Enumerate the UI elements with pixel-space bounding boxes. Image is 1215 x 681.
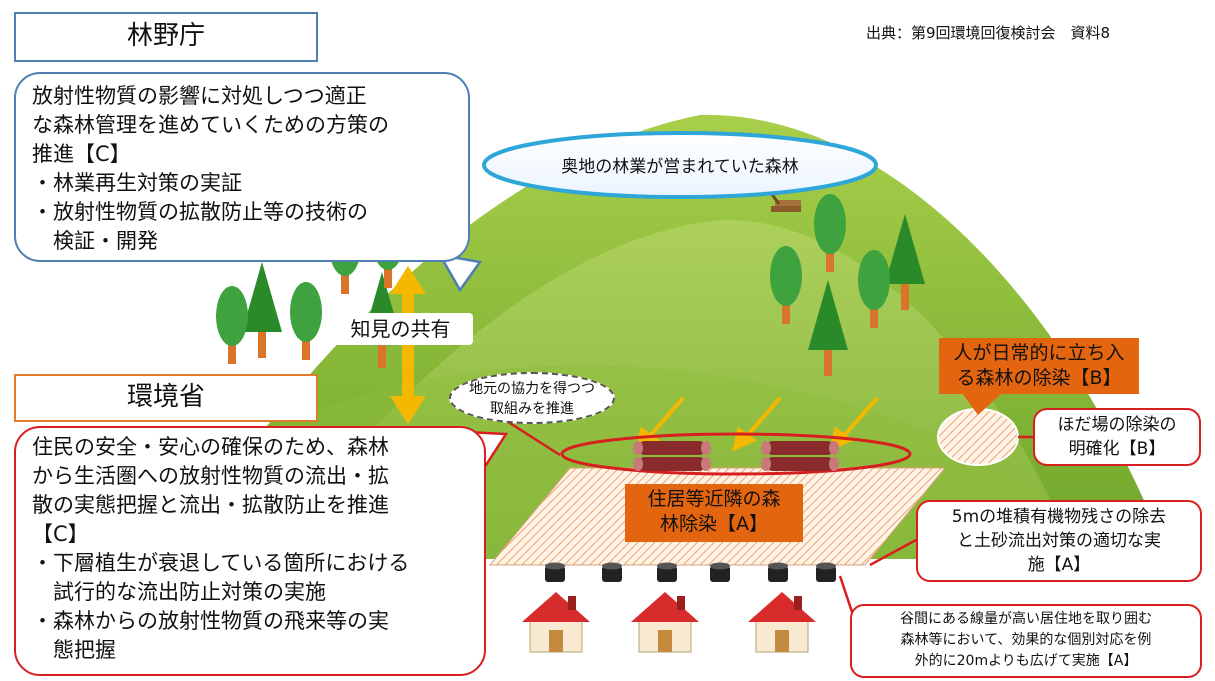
hodaba-line: ほだ場の除染の [1057, 415, 1177, 435]
organic-removal-line: 5mの堆積有機物残さの除去 [951, 507, 1167, 527]
environment-ministry-callout: 住民の安全・安心の確保のため、森林 から生活圏への放射性物質の流出・拡 散の実態… [14, 426, 486, 676]
environment-line: 態把握 [32, 638, 116, 662]
environment-line: ・森林からの放射性物質の飛来等の実 [32, 609, 389, 633]
local-cooperation-line: 取組みを推進 [490, 401, 574, 417]
forestry-line: な森林管理を進めていくための方策の [32, 113, 389, 137]
local-cooperation-line: 地元の協力を得つつ [469, 381, 595, 397]
environment-line: 試行的な流出防止対策の実施 [32, 580, 326, 604]
environment-line: ・下層植生が衰退している箇所における [32, 551, 410, 575]
hodaba-note: ほだ場の除染の 明確化【B】 [1033, 408, 1201, 466]
daily-forest-line: 人が日常的に立ち入 [953, 342, 1125, 364]
valley-measure-line: 森林等において、効果的な個別対応を例 [900, 632, 1152, 648]
forestry-line: 推進【C】 [32, 142, 131, 166]
environment-line: から生活圏への放射性物質の流出・拡 [32, 464, 389, 488]
environment-ministry-title: 環境省 [14, 374, 318, 422]
forestry-agency-title: 林野庁 [14, 12, 318, 62]
daily-forest-label: 人が日常的に立ち入 る森林の除染【B】 [939, 338, 1139, 394]
organic-removal-note: 5mの堆積有機物残さの除去 と土砂流出対策の適切な実 施【A】 [916, 500, 1202, 582]
valley-measure-line: 外的に20mよりも広げて実施【A】 [914, 653, 1138, 669]
valley-measure-note: 谷間にある線量が高い居住地を取り囲む 森林等において、効果的な個別対応を例 外的… [850, 604, 1202, 678]
near-residence-line: 林除染【A】 [660, 513, 768, 535]
remote-forest-ellipse [482, 131, 878, 199]
source-citation: 出典：第9回環境回復検討会 資料8 [866, 24, 1111, 42]
forestry-line: 検証・開発 [32, 229, 158, 253]
organic-removal-line: と土砂流出対策の適切な実 [957, 531, 1161, 551]
organic-removal-line: 施【A】 [1027, 555, 1091, 575]
forestry-line: ・林業再生対策の実証 [32, 171, 242, 195]
environment-line: 【C】 [32, 522, 89, 546]
houses [521, 591, 817, 653]
forestry-agency-callout: 放射性物質の影響に対処しつつ適正 な森林管理を進めていくための方策の 推進【C】… [14, 72, 470, 262]
knowledge-sharing-label: 知見の共有 [328, 313, 473, 345]
log-barrier-highlight [560, 432, 912, 476]
remote-forest-label: 奥地の林業が営まれていた森林 [561, 157, 799, 177]
hodaba-line: 明確化【B】 [1068, 439, 1166, 459]
forestry-line: ・放射性物質の拡散防止等の技術の [32, 200, 368, 224]
daily-forest-line: る森林の除染【B】 [956, 367, 1122, 389]
near-residence-label: 住居等近隣の森 林除染【A】 [625, 484, 803, 542]
valley-measure-line: 谷間にある線量が高い居住地を取り囲む [900, 611, 1152, 627]
environment-line: 散の実態把握と流出・拡散防止を推進 [32, 493, 389, 517]
local-cooperation-cloud: 地元の協力を得つつ 取組みを推進 [449, 372, 615, 424]
environment-line: 住民の安全・安心の確保のため、森林 [32, 435, 389, 459]
near-residence-line: 住居等近隣の森 [647, 488, 781, 510]
hodaba-zone [937, 408, 1019, 466]
forestry-line: 放射性物質の影響に対処しつつ適正 [32, 84, 367, 108]
